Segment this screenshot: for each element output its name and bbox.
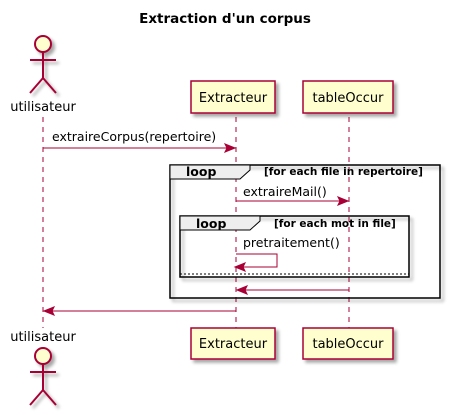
message-arrow-pretraitement (236, 253, 278, 268)
actor-label-top: utilisateur (10, 100, 76, 115)
message-label-extrairecorpus: extraireCorpus(repertoire) (52, 129, 216, 144)
loop-frame-inner (179, 215, 410, 278)
loop-condition-outer: [for each file in repertoire] (264, 166, 423, 178)
actor-utilisateur-top (29, 35, 57, 94)
participant-tableoccur-label-top: tableOccur (312, 91, 384, 106)
participant-extracteur-label-top: Extracteur (199, 91, 268, 106)
actor-head-icon (34, 35, 52, 53)
loop-tab-inner (179, 215, 261, 231)
loop-keyword-inner: loop (196, 216, 226, 231)
arrowhead-icon (223, 143, 237, 153)
participant-tableoccur-label-bottom: tableOccur (312, 337, 384, 352)
arrowhead-icon (233, 262, 247, 272)
participant-tableoccur-top (302, 80, 394, 114)
actor-utilisateur-bottom (29, 347, 57, 406)
diagram-title: Extraction d'un corpus (139, 11, 311, 27)
arrowhead-icon (336, 196, 350, 206)
participant-extracteur-bottom (190, 327, 276, 360)
message-label-extrairemail: extraireMail() (243, 184, 327, 199)
loop-keyword-outer: loop (186, 164, 216, 179)
message-label-pretraitement: pretraitement() (243, 235, 340, 250)
arrowhead-icon (42, 306, 56, 316)
participant-extracteur-label-bottom: Extracteur (199, 337, 268, 352)
actor-head-icon (34, 347, 52, 365)
participant-extracteur-top (190, 80, 276, 114)
actor-label-bottom: utilisateur (10, 330, 76, 345)
loop-tab-outer (169, 164, 251, 180)
loop-condition-inner: [for each mot in file] (274, 218, 396, 230)
loop-frame-outer (169, 164, 441, 299)
participant-tableoccur-bottom (302, 327, 394, 360)
arrowhead-icon (235, 285, 249, 295)
